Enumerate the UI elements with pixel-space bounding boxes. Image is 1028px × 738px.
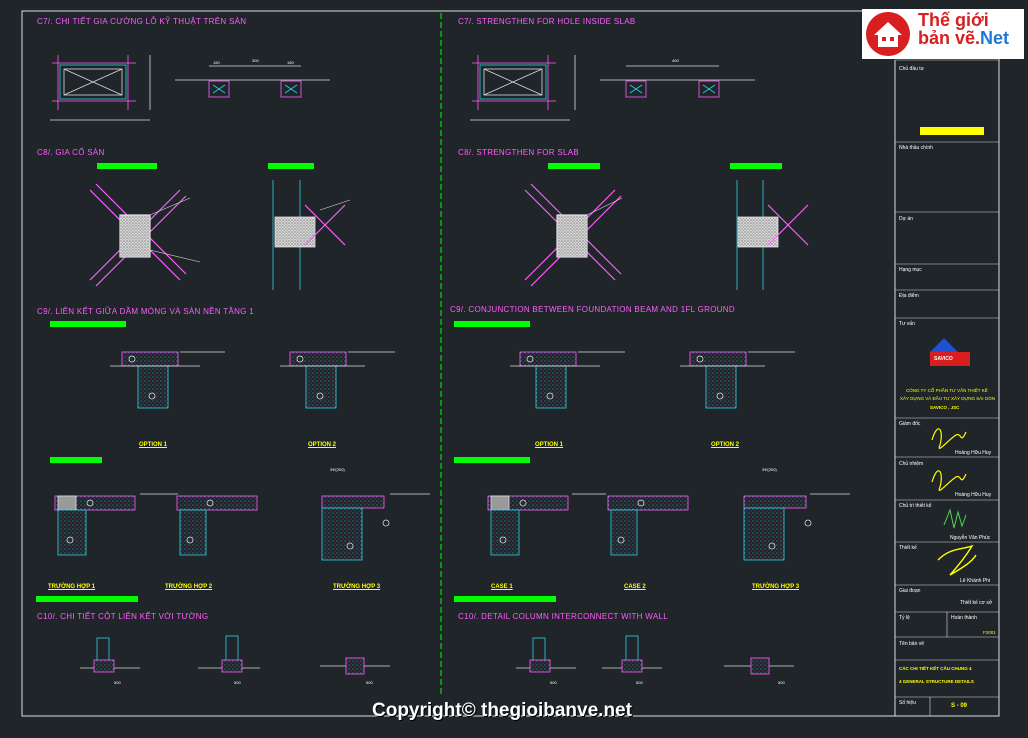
dim-label: 400 xyxy=(672,58,679,63)
caption-case-1: CASE 1 xyxy=(491,584,513,590)
tb-so-ban: F2001 xyxy=(983,630,996,635)
tb-company-2: XÂY DỰNG VÀ ĐẦU TƯ XÂY DỰNG SÀI GÒN xyxy=(900,396,996,401)
dim-label: 500 xyxy=(636,680,643,685)
tb-company-1: CÔNG TY CỔ PHẦN TƯ VẤN THIẾT KẾ xyxy=(906,388,988,393)
dim-label: 3Φ(200) xyxy=(762,467,777,472)
label-bar xyxy=(454,321,530,327)
c10-vn-title: C10/. CHI TIẾT CỘT LIÊN KẾT VỚI TƯỜNG xyxy=(37,612,209,621)
tb-du-an: Dự án xyxy=(899,216,913,222)
signature-chu-tri xyxy=(943,508,967,529)
sheet-border xyxy=(21,10,1000,717)
tb-thiet-ke-name: Lê Khánh Phi xyxy=(960,578,991,584)
label-bar xyxy=(268,163,314,169)
caption-option-1-en: OPTION 1 xyxy=(535,442,564,448)
logo-line-2-main: bản vẽ. xyxy=(918,28,981,48)
c9-case-details xyxy=(54,493,850,561)
tb-sign-brand: SAVICO xyxy=(934,356,953,362)
tb-dia-diem: Địa điểm xyxy=(899,293,919,299)
house-icon xyxy=(866,12,910,56)
label-bar xyxy=(454,596,556,602)
logo-line-2: bản vẽ.Net xyxy=(918,29,1009,47)
label-bar xyxy=(50,457,102,463)
caption-th-2: TRƯỜNG HỢP 2 xyxy=(165,584,213,590)
caption-option-2: OPTION 2 xyxy=(308,442,337,448)
dim-label: 500 xyxy=(114,680,121,685)
label-bar xyxy=(36,596,138,602)
dim-label: 500 xyxy=(234,680,241,685)
site-logo-text: Thế giới bản vẽ.Net xyxy=(918,11,1009,47)
dim-label: 3Φ(200) xyxy=(330,467,345,472)
caption-option-1: OPTION 1 xyxy=(139,442,168,448)
titleblock-grid xyxy=(895,59,999,716)
c8-en-title: C8/. STRENGTHEN FOR SLAB xyxy=(458,148,579,157)
tb-giai-doan: Giai đoạn xyxy=(899,588,921,594)
c7-en-plan xyxy=(470,55,576,121)
tb-drawing-title-1: CÁC CHI TIẾT KẾT CẤU CHUNG 4 xyxy=(899,666,972,671)
tb-giam-doc: Giám đốc xyxy=(899,421,921,427)
tb-chu-nhiem-name: Hoàng Hữu Huy xyxy=(955,492,992,498)
signature-chu-nhiem xyxy=(931,470,967,491)
tb-company-short: SAVICO , JSC xyxy=(930,405,960,410)
dim-label: 500 xyxy=(550,680,557,685)
tb-chu-tri: Chủ trì thiết kế xyxy=(899,503,932,509)
c7-vn-title: C7/. CHI TIẾT GIA CƯỜNG LỖ KỸ THUẬT TRÊN… xyxy=(37,17,247,26)
c10-en-title: C10/. DETAIL COLUMN INTERCONNECT WITH WA… xyxy=(458,612,668,621)
dim-label: 500 xyxy=(778,680,785,685)
label-bar xyxy=(548,163,600,169)
caption-case-2: CASE 2 xyxy=(624,584,646,590)
c10-details xyxy=(80,635,794,675)
site-logo xyxy=(862,9,1024,59)
tb-giam-doc-name: Hoàng Hữu Huy xyxy=(955,450,992,456)
c9-en-title: C9/. CONJUNCTION BETWEEN FOUNDATION BEAM… xyxy=(450,305,735,314)
tb-sheet-no: S - 09 xyxy=(951,703,968,709)
dim-label: 500 xyxy=(366,680,373,685)
signature-giam-doc xyxy=(931,428,967,449)
label-bar xyxy=(97,163,157,169)
tb-hoan-thanh: Hoàn thành xyxy=(951,615,977,621)
c8-vn-title: C8/. GIA CỐ SÀN xyxy=(37,148,105,157)
c7-en-section xyxy=(600,65,755,98)
logo-line-2-net: Net xyxy=(980,28,1010,48)
c7-en-title: C7/. STRENGTHEN FOR HOLE INSIDE SLAB xyxy=(458,17,636,26)
label-bar xyxy=(730,163,782,169)
logo-line-1: Thế giới xyxy=(918,10,989,30)
tb-chu-dau-tu: Chủ đầu tư xyxy=(899,66,925,72)
tb-nha-thau: Nhà thầu chính xyxy=(899,145,933,151)
c8-vn-diamond xyxy=(89,183,201,287)
c7-vn-plan xyxy=(50,55,151,121)
tb-drawing-title-2: 4 GENERAL STRUCTURE DETAILS xyxy=(899,679,974,684)
dim-label: 150 xyxy=(287,60,294,65)
c7-vn-section xyxy=(175,65,330,98)
c9-option-details xyxy=(110,351,795,409)
dim-label: 300 xyxy=(252,58,259,63)
c9-vn-title: C9/. LIÊN KẾT GIỮA DẦM MÓNG VÀ SÀN NỀN T… xyxy=(37,307,254,316)
tb-chu-nhiem: Chủ nhiệm xyxy=(899,461,924,467)
caption-th-1: TRƯỜNG HỢP 1 xyxy=(48,584,96,590)
tb-ten-ban-ve: Tên bản vẽ xyxy=(899,641,925,647)
titleblock-highlight xyxy=(920,127,984,135)
caption-th-3: TRƯỜNG HỢP 3 xyxy=(333,584,381,590)
caption-case-3: TRƯỜNG HỢP 3 xyxy=(752,584,800,590)
label-bar xyxy=(454,457,530,463)
tb-ty-le: Tỷ lệ xyxy=(899,615,910,621)
savico-logo xyxy=(930,338,970,366)
c8-en-diamond xyxy=(524,183,623,287)
caption-option-2-en: OPTION 2 xyxy=(711,442,740,448)
tb-hang-muc: Hạng mục xyxy=(899,267,922,273)
tb-thiet-ke: Thiết kế xyxy=(899,545,917,551)
tb-so-hieu: Số hiệu xyxy=(899,700,916,706)
tb-thiet-ke-co-so: Thiết kế cơ sở xyxy=(960,600,993,606)
dim-label: 150 xyxy=(213,60,220,65)
c8-vn-elevation xyxy=(272,180,351,290)
signature-thiet-ke xyxy=(937,544,977,576)
tb-tu-van: Tư vấn xyxy=(899,321,915,327)
label-bar xyxy=(50,321,126,327)
copyright-watermark: Copyright© thegioibanve.net xyxy=(372,700,632,721)
tb-chu-tri-name: Nguyễn Văn Phúc xyxy=(950,535,991,541)
c8-en-elevation xyxy=(736,180,809,290)
